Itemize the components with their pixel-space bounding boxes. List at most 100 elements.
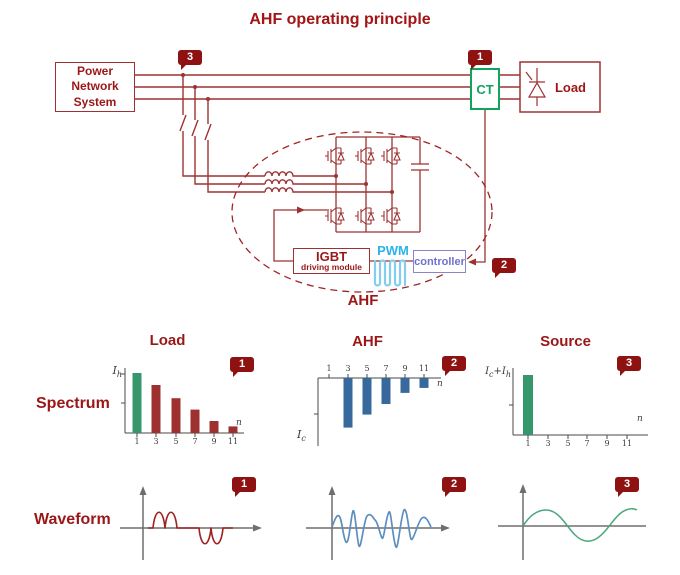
x-tick-label: 3 — [153, 437, 158, 446]
pwm-label: PWM — [377, 243, 409, 258]
spectrum-bar — [419, 378, 429, 388]
axis-lines — [124, 368, 244, 434]
igbt-icon — [325, 207, 345, 225]
ahf-boundary-dashed — [231, 131, 493, 293]
marker-badge-2-controller: 2 — [492, 258, 516, 278]
x-tick-label: 7 — [192, 437, 197, 446]
load-spectrum-xlabel: n — [236, 418, 242, 428]
load-box: Load — [520, 62, 600, 112]
spectrum-bar — [381, 378, 391, 405]
x-tick-label: 9 — [604, 439, 609, 448]
axis-lines — [317, 377, 441, 446]
ahf-spectrum-ylabel: Ic — [297, 428, 306, 444]
load-box-frame — [519, 61, 601, 113]
arrow-up-icon — [328, 486, 336, 495]
spectrum-bar — [523, 375, 533, 435]
marker-badge-3-source-spectrum: 3 — [617, 356, 641, 376]
source-waveform-curve — [522, 508, 638, 542]
x-tick-label: 11 — [419, 364, 429, 373]
three-phase-bus-lines — [135, 74, 520, 100]
x-tick-label: 7 — [383, 364, 388, 373]
ahf-waveform-curve — [331, 509, 432, 548]
feeder-lines-with-breakers — [179, 75, 265, 193]
marker-badge-2-ahf-waveform: 2 — [442, 477, 466, 497]
igbt-switch-icons — [325, 147, 401, 225]
load-spectrum-plot: 1 3 5 7 9 11 — [121, 368, 244, 446]
spectrum-bar — [151, 385, 161, 433]
igbt-icon — [355, 207, 375, 225]
waveform-axis-arrows — [139, 484, 527, 532]
marker-badge-3-source: 3 — [178, 50, 202, 70]
power-box-line: Power — [76, 63, 113, 78]
marker-badge-2-ahf-spectrum: 2 — [442, 356, 466, 376]
waveform-axes — [120, 492, 646, 560]
igbt-icon — [381, 147, 401, 165]
igbt-module-subtitle: driving module — [301, 262, 362, 273]
ct-feedback-wire — [468, 110, 486, 266]
spectrum-bar — [209, 421, 219, 433]
junction-dots — [181, 73, 394, 194]
igbt-icon — [381, 207, 401, 225]
x-tick-label: 3 — [345, 364, 350, 373]
source-spectrum-ylabel: Ic+Ih — [485, 366, 511, 379]
ahf-spectrum-plot: 1 3 5 7 9 11 — [314, 364, 441, 446]
source-spectrum-title: Source — [540, 333, 591, 350]
spectrum-bar — [362, 378, 372, 415]
ahf-spectrum-xlabel: n — [437, 379, 443, 389]
arrow-right-icon — [441, 524, 450, 532]
x-tick-label: 5 — [565, 439, 570, 448]
load-waveform-curve — [148, 511, 233, 545]
current-transformer-box: CT — [470, 68, 500, 110]
spectrum-bar — [400, 378, 410, 393]
spectrum-row-label: Spectrum — [36, 395, 110, 412]
spectrum-bar — [228, 426, 238, 433]
axis-lines — [512, 368, 648, 436]
gate-drive-wire — [273, 206, 329, 262]
arrow-up-icon — [519, 484, 527, 493]
igbt-driving-module-box: IGBT driving module — [293, 248, 370, 274]
x-tick-label: 11 — [622, 439, 632, 448]
marker-badge-1-ct: 1 — [468, 50, 492, 70]
arrow-right-icon — [253, 524, 262, 532]
marker-badge-1-load-spectrum: 1 — [230, 357, 254, 377]
ahf-label: AHF — [347, 292, 379, 309]
waveform-row-label: Waveform — [34, 511, 111, 528]
page-title: AHF operating principle — [249, 11, 431, 28]
ct-label: CT — [476, 81, 494, 97]
power-box-line: Network — [71, 79, 119, 94]
power-box-line: System — [73, 94, 117, 109]
igbt-module-title: IGBT — [315, 248, 348, 264]
pwm-pulse-icon — [373, 259, 407, 287]
x-tick-label: 5 — [364, 364, 369, 373]
spectrum-bar — [132, 373, 142, 433]
arrow-up-icon — [139, 486, 147, 495]
x-tick-label: 9 — [211, 437, 216, 446]
controller-label: controller — [414, 255, 465, 268]
x-tick-label: 1 — [326, 364, 331, 373]
x-tick-label: 3 — [545, 439, 550, 448]
x-tick-label: 9 — [402, 364, 407, 373]
spectrum-bar — [171, 398, 181, 433]
arrow-right-icon — [297, 206, 305, 214]
spectrum-bar — [343, 378, 353, 428]
x-tick-label: 11 — [228, 437, 238, 446]
igbt-icon — [325, 147, 345, 165]
x-tick-label: 5 — [173, 437, 178, 446]
marker-badge-1-load-waveform: 1 — [232, 477, 256, 497]
controller-box: controller — [413, 250, 466, 273]
igbt-bridge-frame — [335, 136, 429, 233]
source-spectrum-xlabel: n — [637, 414, 643, 424]
dc-capacitor-icon — [411, 137, 429, 232]
source-spectrum-plot: 1 3 5 7 9 11 — [509, 368, 648, 448]
spectrum-bar — [190, 409, 200, 433]
x-tick-label: 1 — [134, 437, 139, 446]
load-label: Load — [554, 79, 586, 95]
x-tick-label: 1 — [525, 439, 530, 448]
x-tick-label: 7 — [584, 439, 589, 448]
marker-badge-3-source-waveform: 3 — [615, 477, 639, 497]
arrow-left-icon — [468, 258, 476, 266]
load-spectrum-title: Load — [149, 332, 186, 349]
